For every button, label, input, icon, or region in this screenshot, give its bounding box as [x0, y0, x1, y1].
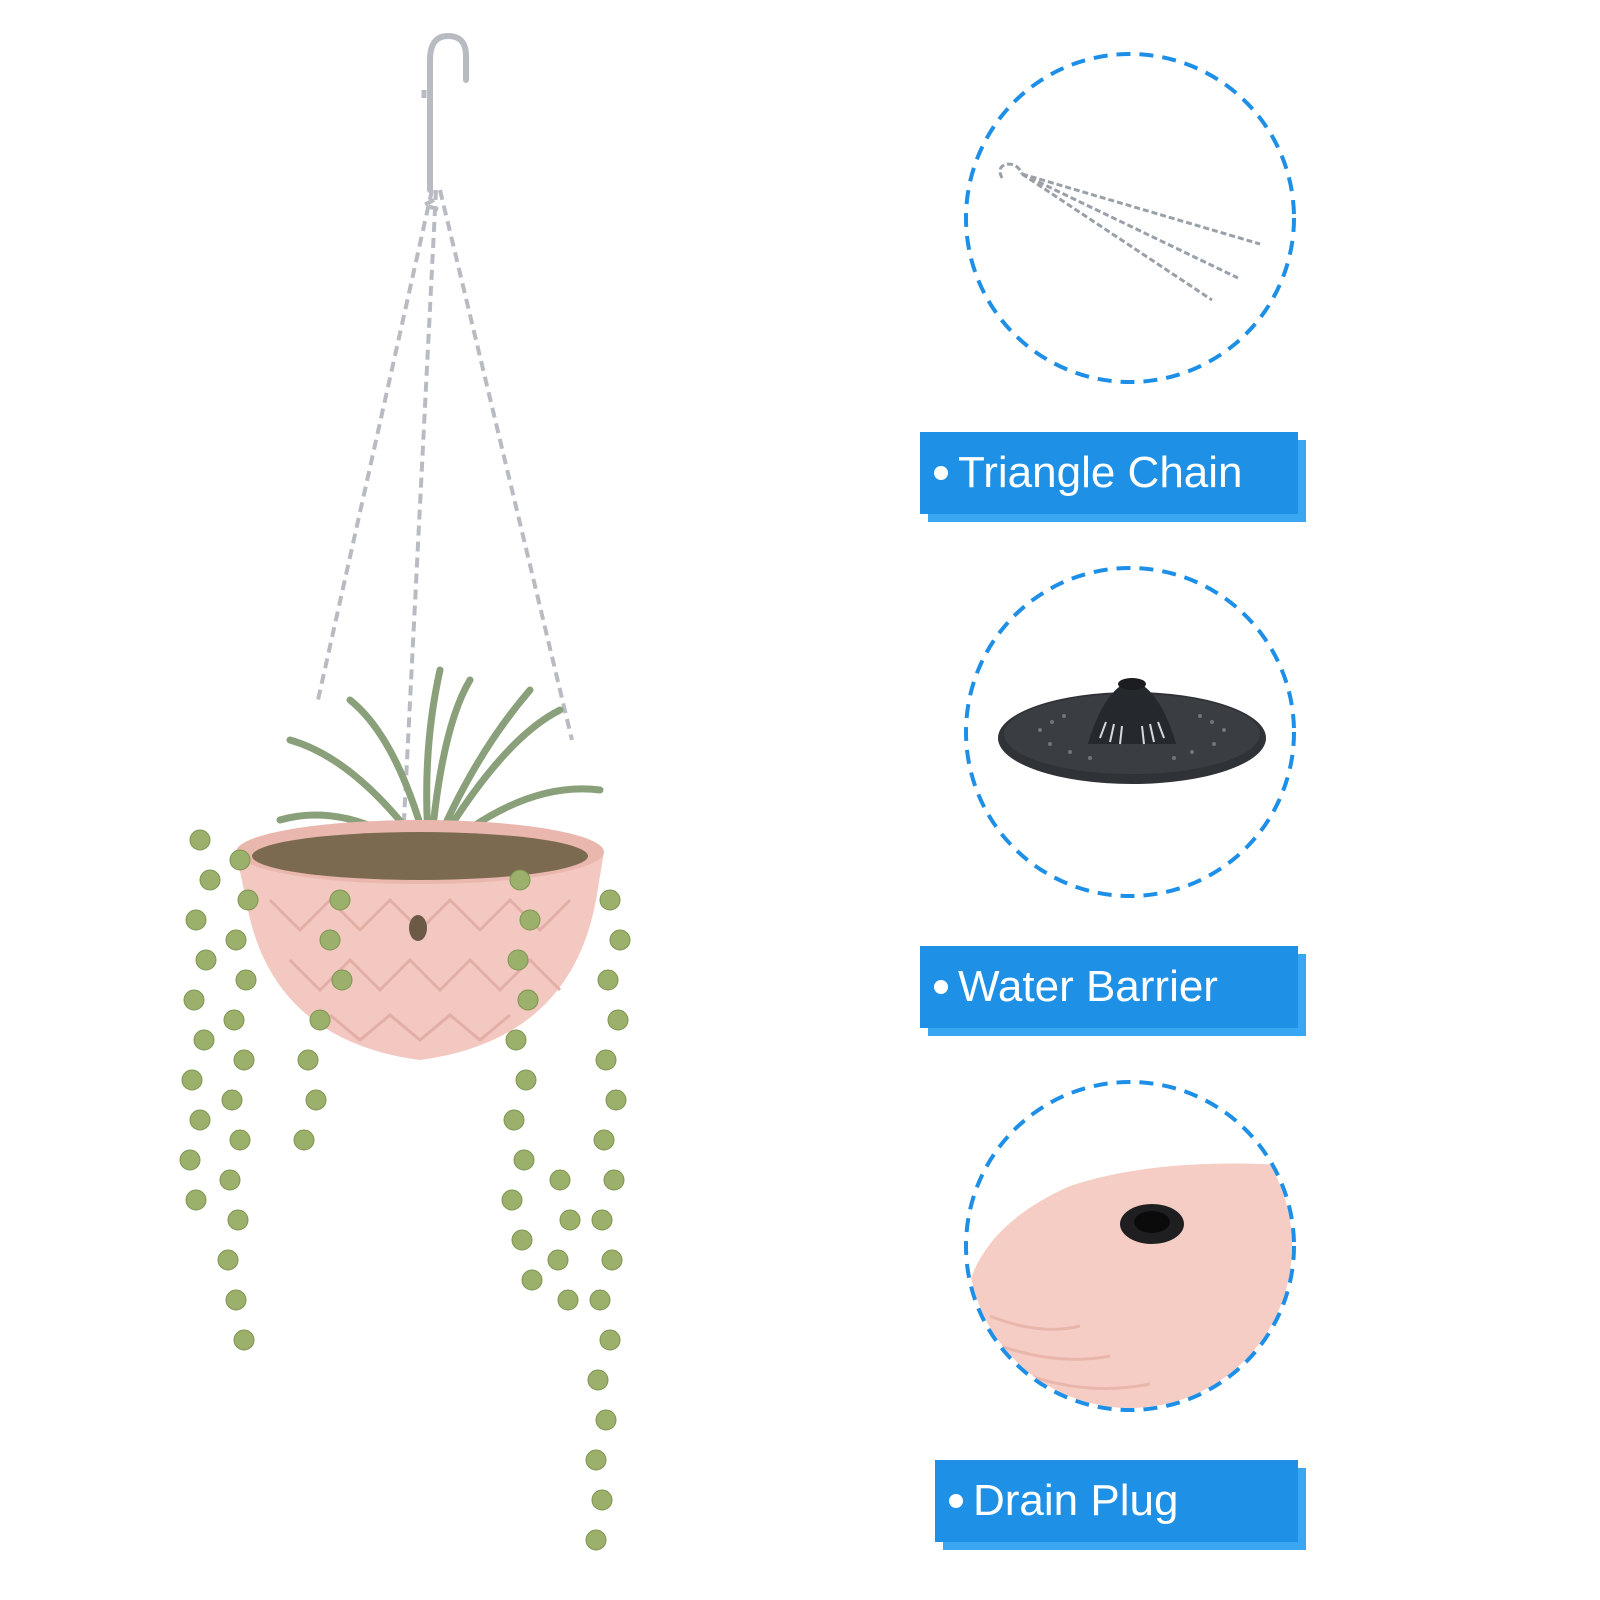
feature-label: Water Barrier — [958, 962, 1218, 1011]
bullet-icon — [934, 466, 948, 480]
planter-pot — [236, 820, 604, 1060]
string-of-pearls — [179, 829, 631, 1551]
chain-icon — [998, 162, 1261, 302]
water-barrier-icon — [998, 678, 1266, 784]
drain-plug-icon — [968, 1163, 1292, 1408]
bullet-icon — [949, 1494, 963, 1508]
water-barrier-detail — [960, 562, 1300, 902]
drain-plug-label: Drain Plug — [935, 1460, 1306, 1550]
bullet-icon — [934, 980, 948, 994]
chain-links — [316, 189, 574, 821]
hanging-planter-photo — [179, 32, 631, 1551]
hook-icon — [427, 32, 469, 193]
triangle-chain-detail — [960, 48, 1300, 388]
feature-label: Triangle Chain — [958, 448, 1243, 497]
drain-plug-detail — [960, 1076, 1300, 1416]
water-barrier-label: Water Barrier — [920, 946, 1306, 1036]
feature-label: Drain Plug — [973, 1476, 1179, 1525]
triangle-chain-label: Triangle Chain — [920, 432, 1306, 522]
